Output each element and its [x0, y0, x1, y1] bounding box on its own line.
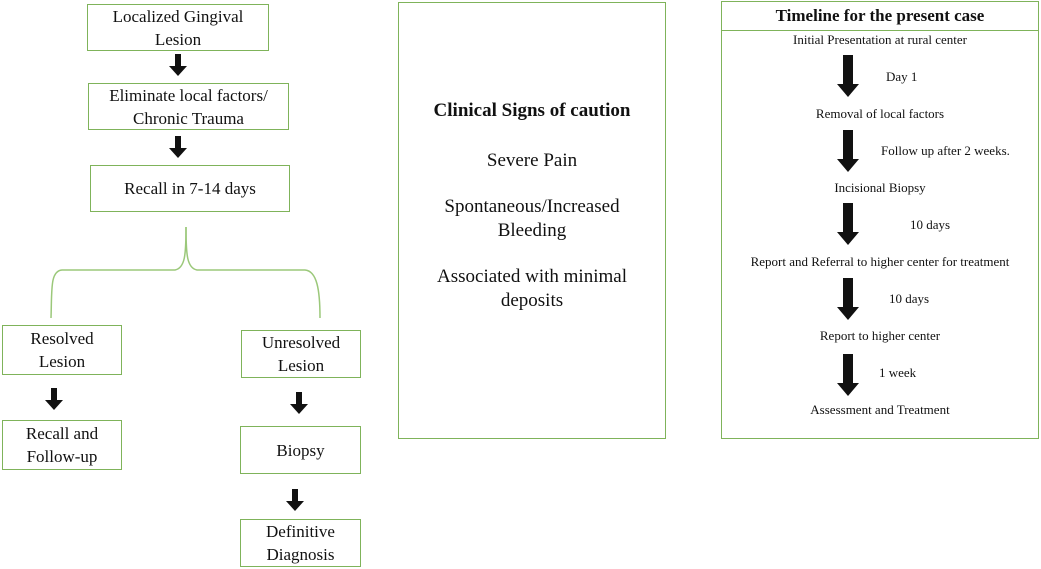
localized-lesion-label: Localized Gingival Lesion [112, 6, 244, 49]
localized-lesion-box: Localized Gingival Lesion [87, 4, 269, 51]
timeline-interval: 1 week [879, 365, 917, 380]
recall-followup-label: Recall and Follow-up [25, 424, 99, 466]
definitive-diagnosis-box: Definitive Diagnosis [240, 519, 361, 567]
resolved-lesion-label: Resolved Lesion [30, 329, 94, 371]
sign-item: Spontaneous/Increased Bleeding [444, 196, 620, 241]
biopsy-box: Biopsy [240, 426, 361, 474]
timeline-step: Removal of local factors [815, 106, 945, 121]
timeline-step: Report and Referral to higher center for… [750, 254, 1010, 269]
resolved-lesion-box: Resolved Lesion [2, 325, 122, 375]
timeline-step: Incisional Biopsy [834, 180, 926, 195]
biopsy-label: Biopsy [276, 440, 325, 460]
timeline-interval: 10 days [889, 291, 930, 306]
timeline-interval: Follow up after 2 weeks. [881, 143, 1010, 158]
clinical-signs-heading: Clinical Signs of caution [433, 100, 631, 121]
timeline-interval: Day 1 [886, 69, 918, 84]
eliminate-factors-box: Eliminate local factors/ Chronic Trauma [88, 83, 289, 130]
recall-followup-box: Recall and Follow-up [2, 420, 122, 470]
timeline-step: Report to higher center [819, 328, 941, 343]
clinical-signs-box: Clinical Signs of caution Severe Pain Sp… [398, 2, 666, 439]
timeline-box: Timeline for the present case Initial Pr… [721, 1, 1039, 439]
timeline-step: Assessment and Treatment [810, 402, 950, 417]
recall-box: Recall in 7-14 days [90, 165, 290, 212]
sign-item: Associated with minimal deposits [437, 266, 627, 311]
unresolved-lesion-box: Unresolved Lesion [241, 330, 361, 378]
definitive-diagnosis-label: Definitive Diagnosis [266, 522, 335, 564]
unresolved-lesion-label: Unresolved Lesion [261, 333, 341, 375]
recall-label: Recall in 7-14 days [124, 179, 256, 198]
timeline-step: Initial Presentation at rural center [793, 32, 967, 47]
timeline-title: Timeline for the present case [722, 2, 1038, 31]
timeline-interval: 10 days [910, 217, 951, 232]
sign-item: Severe Pain [486, 150, 578, 171]
eliminate-factors-label: Eliminate local factors/ Chronic Trauma [109, 85, 268, 128]
